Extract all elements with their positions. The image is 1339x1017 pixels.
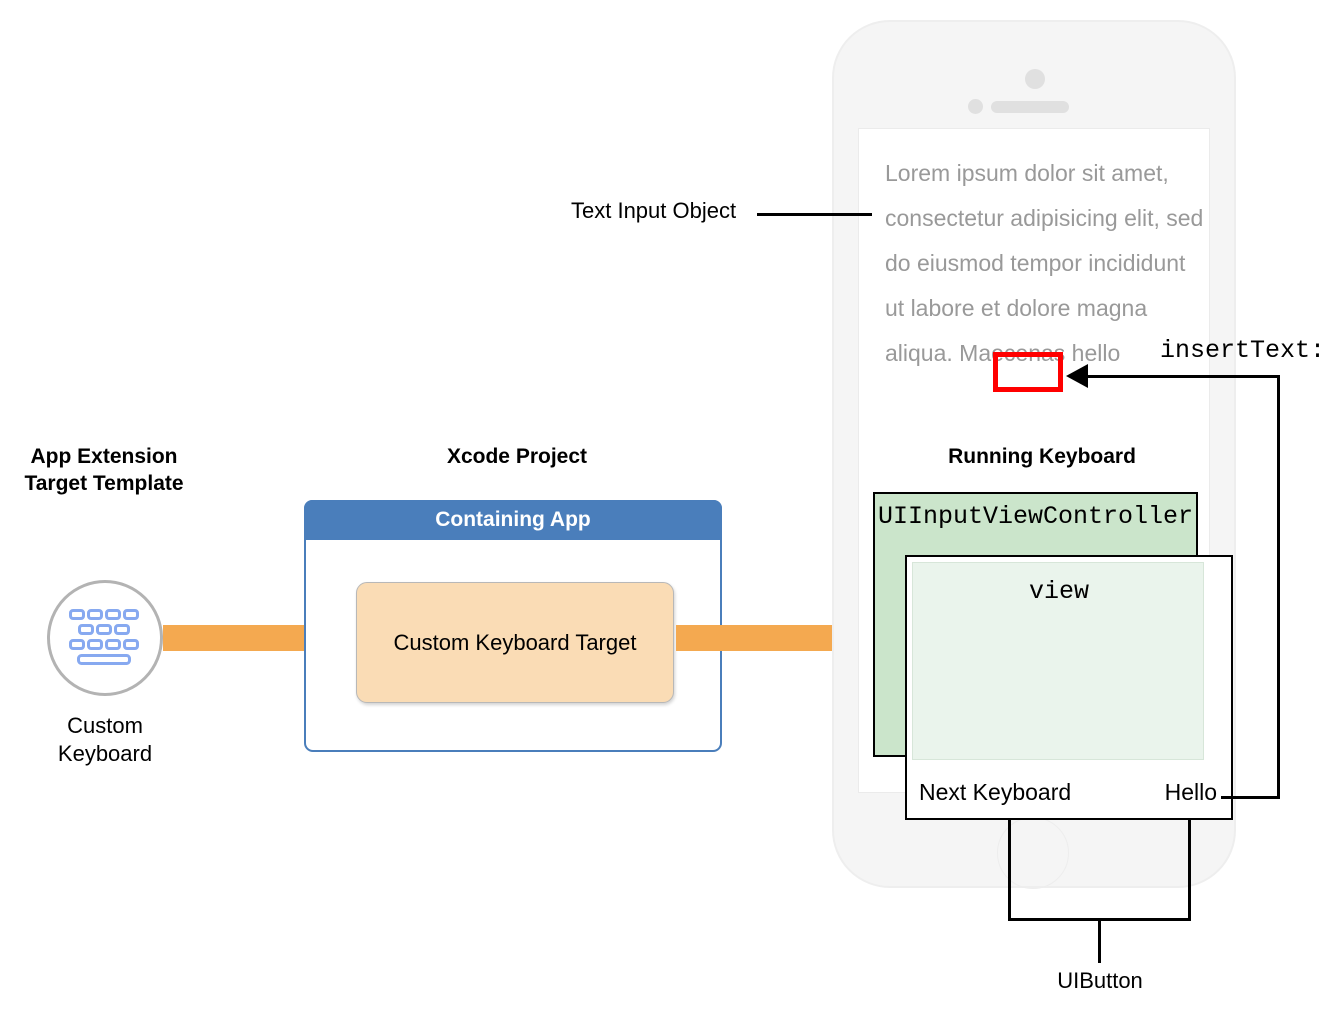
app-extension-template-caption: App Extension Target Template [24,445,184,495]
uibutton-bracket-segment [1188,818,1191,921]
insert-text-leader-segment [1277,375,1280,799]
next-keyboard-button[interactable]: Next Keyboard [919,779,1072,805]
insert-text-callout-label: insertText: [1160,336,1326,365]
uiinputviewcontroller-label: UIInputViewController [877,502,1194,531]
text-input-object-callout-label: Text Input Object [571,198,737,223]
uibutton-bracket-segment [1098,918,1101,963]
insert-text-arrow-head [1066,364,1088,388]
custom-keyboard-label: Custom Keyboard [57,713,153,766]
custom-keyboard-circle [47,580,163,696]
text-input-object[interactable]: Lorem ipsum dolor sit amet, consectetur … [885,160,1204,366]
containing-app-box: Containing App Custom Keyboard Target [304,500,722,752]
sensor-icon [968,99,983,114]
view-label: view [1028,577,1089,606]
keyboard-icon [69,609,141,666]
running-keyboard-caption: Running Keyboard [948,445,1136,468]
speaker-grille-icon [991,101,1069,113]
keyboard-view-box: view Next Keyboard Hello [905,555,1233,820]
insert-text-leader-segment [1085,375,1280,378]
camera-icon [1025,69,1045,89]
flow-arrow-shaft [163,625,323,651]
keyboard-view-inner: view [912,562,1204,760]
insert-text-leader-segment [1221,796,1280,799]
inserted-text-highlight [993,352,1063,392]
uibutton-bracket-segment [1008,818,1011,921]
text-input-leader-line [757,213,872,216]
flow-arrow-shaft [676,625,848,651]
uibutton-callout-label: UIButton [1057,968,1143,993]
custom-keyboard-target-box: Custom Keyboard Target [356,582,674,703]
xcode-project-caption: Xcode Project [446,445,588,468]
containing-app-title: Containing App [304,500,722,540]
hello-button[interactable]: Hello [1164,779,1217,805]
